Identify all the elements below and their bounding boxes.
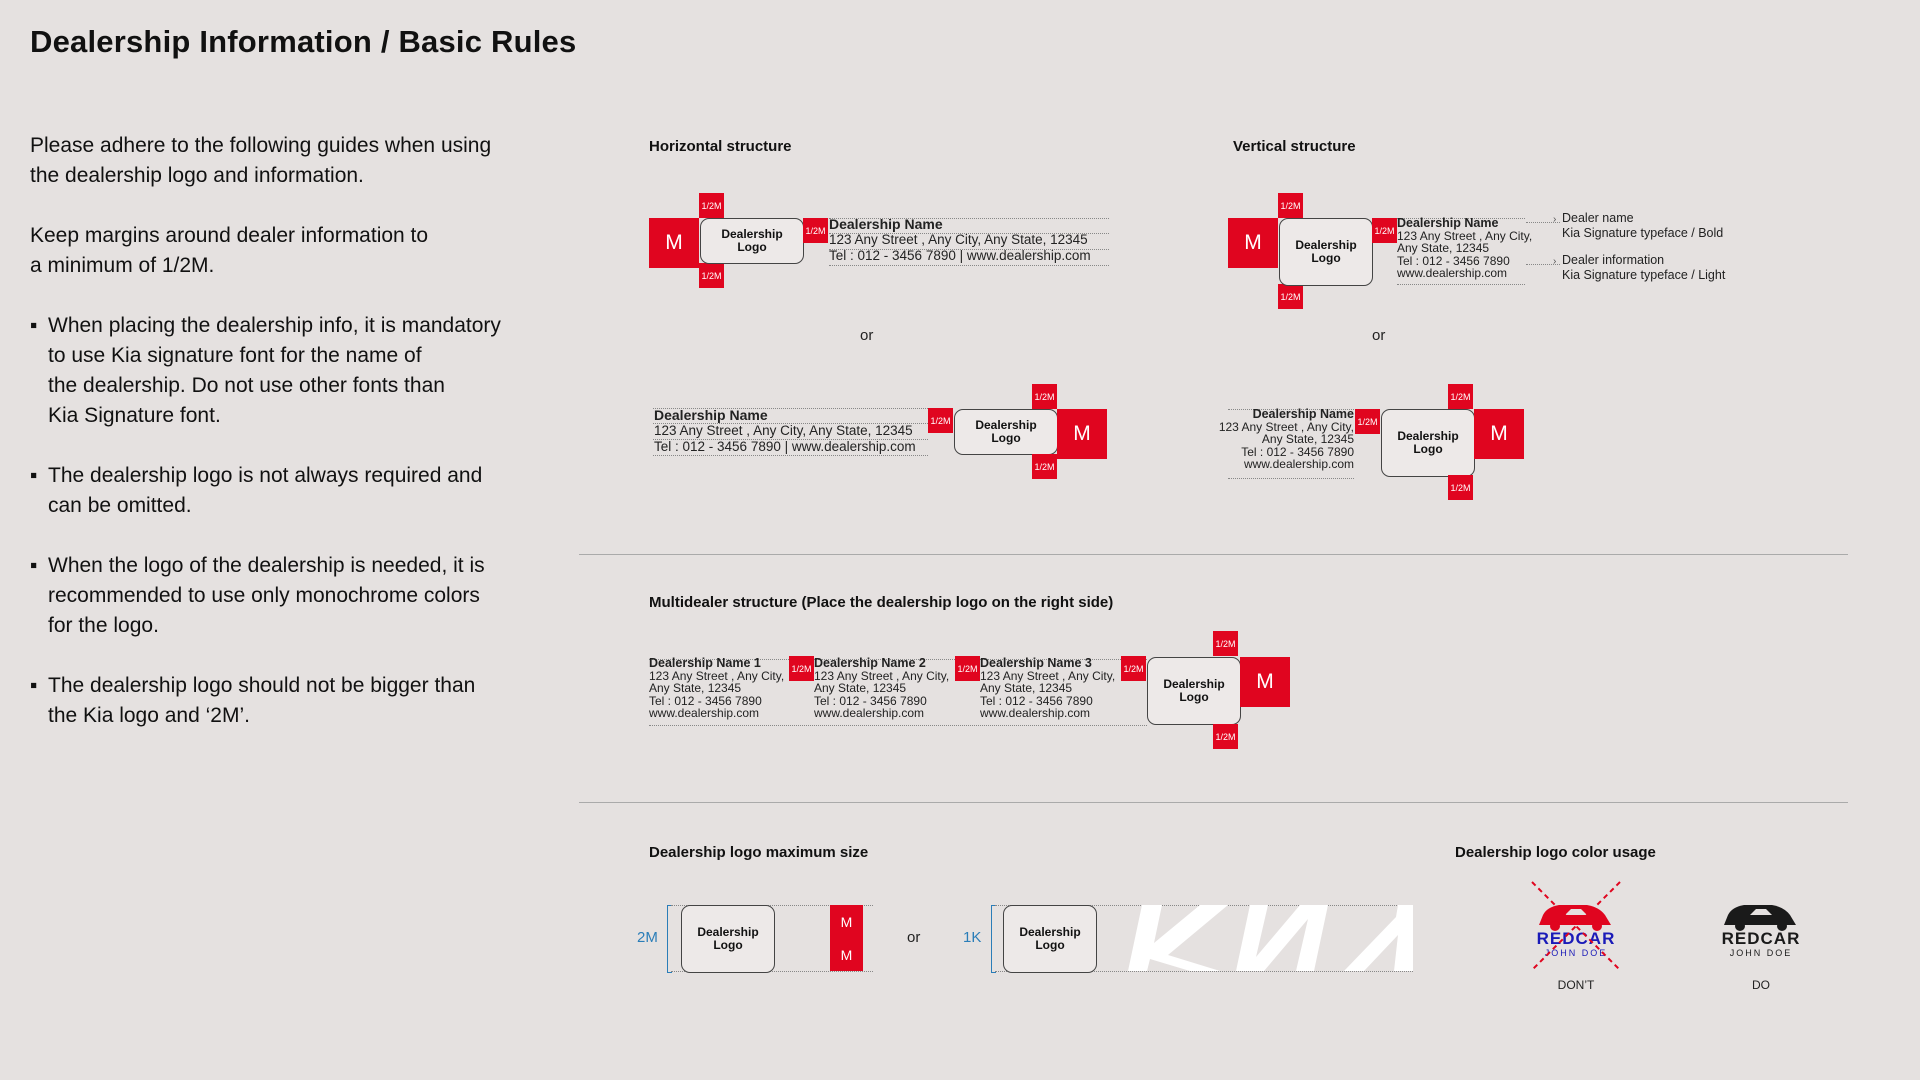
arrow-right-icon: › xyxy=(1553,256,1557,267)
guide-line xyxy=(829,265,1109,266)
or-label: or xyxy=(860,327,874,344)
half-m-box: 1/2M xyxy=(699,263,724,288)
bullet-text: When placing the dealership info, it is … xyxy=(48,314,501,427)
logo-max-size-title: Dealership logo maximum size xyxy=(649,844,869,861)
height-bracket xyxy=(667,905,672,973)
m-box: M xyxy=(1474,409,1524,459)
guide-line xyxy=(671,905,873,906)
guide-line xyxy=(1397,218,1525,219)
half-m-box: 1/2M xyxy=(1278,193,1303,218)
size-label-1k: 1K xyxy=(963,929,982,946)
half-m-box: 1/2M xyxy=(1213,631,1238,656)
redcar-sub-correct: JOHN DOE xyxy=(1729,948,1793,958)
annotation-dealer-info: Dealer information Kia Signature typefac… xyxy=(1562,253,1726,282)
bullet-icon: ▪ xyxy=(30,314,38,337)
dealer-info: Dealership Name 123 Any Street , Any Cit… xyxy=(829,216,1091,263)
or-label: or xyxy=(1372,327,1386,344)
do-label: DO xyxy=(1752,978,1770,992)
section-divider xyxy=(579,554,1848,555)
dont-label: DON’T xyxy=(1557,978,1595,992)
guide-line xyxy=(829,249,1109,250)
bullet-text: The dealership logo should not be bigger… xyxy=(48,674,476,727)
bullet-icon: ▪ xyxy=(30,464,38,487)
m-box: M xyxy=(830,938,863,971)
half-m-box: 1/2M xyxy=(928,408,953,433)
half-m-box: 1/2M xyxy=(1032,454,1057,479)
page-title: Dealership Information / Basic Rules xyxy=(30,24,577,59)
dealer-info: Dealership Name 2 123 Any Street , Any C… xyxy=(814,656,950,720)
dealer-info: Dealership Name 123 Any Street , Any Cit… xyxy=(1218,407,1354,471)
size-label-2m: 2M xyxy=(637,929,658,946)
half-m-box: 1/2M xyxy=(955,656,980,681)
guide-line xyxy=(671,971,873,972)
horizontal-structure-title: Horizontal structure xyxy=(649,138,792,155)
guide-line xyxy=(829,233,1109,234)
kia-logo-icon xyxy=(1128,905,1413,971)
half-m-box: 1/2M xyxy=(789,656,814,681)
guide-line xyxy=(653,408,928,409)
guide-line xyxy=(1228,409,1354,410)
bullet-icon: ▪ xyxy=(30,554,38,577)
half-m-box: 1/2M xyxy=(1448,384,1473,409)
car-icon xyxy=(1724,905,1796,931)
annotation-leader-line xyxy=(1526,222,1560,223)
annotation-leader-line xyxy=(1526,264,1560,265)
half-m-box: 1/2M xyxy=(1278,284,1303,309)
bullet-icon: ▪ xyxy=(30,674,38,697)
guide-line xyxy=(649,725,1147,726)
arrow-right-icon: › xyxy=(1553,214,1557,225)
half-m-box: 1/2M xyxy=(1448,475,1473,500)
cross-mark-icon xyxy=(1531,881,1621,971)
guide-line xyxy=(649,659,1147,660)
guide-line xyxy=(653,439,928,440)
guide-line xyxy=(1397,284,1525,285)
half-m-box: 1/2M xyxy=(1355,409,1380,434)
redcar-sub-wrong: JOHN DOE xyxy=(1544,948,1608,958)
section-divider xyxy=(579,802,1848,803)
guide-line xyxy=(829,218,1109,219)
half-m-box: 1/2M xyxy=(1121,656,1146,681)
half-m-box: 1/2M xyxy=(1372,218,1397,243)
dealer-info: Dealership Name 123 Any Street , Any Cit… xyxy=(654,407,916,454)
redcar-brand-wrong: REDCAR xyxy=(1536,929,1616,948)
height-bracket xyxy=(991,905,996,973)
dealer-info: Dealership Name 1 123 Any Street , Any C… xyxy=(649,656,785,720)
intro-line: a minimum of 1/2M. xyxy=(30,254,215,277)
half-m-box: 1/2M xyxy=(803,218,828,243)
guide-line xyxy=(995,971,1413,972)
multidealer-structure-title: Multidealer structure (Place the dealers… xyxy=(649,594,1114,611)
half-m-box: 1/2M xyxy=(699,193,724,218)
m-box: M xyxy=(1228,218,1278,268)
guide-line xyxy=(1228,478,1354,479)
half-m-box: 1/2M xyxy=(1032,384,1057,409)
intro-line: the dealership logo and information. xyxy=(30,164,364,187)
dealer-info: Dealership Name 123 Any Street , Any Cit… xyxy=(1397,216,1533,280)
m-box: M xyxy=(830,905,863,938)
m-box: M xyxy=(649,218,699,268)
annotation-dealer-name: Dealer name Kia Signature typeface / Bol… xyxy=(1562,211,1724,240)
dealer-info: Dealership Name 3 123 Any Street , Any C… xyxy=(980,656,1116,720)
logo-color-usage-title: Dealership logo color usage xyxy=(1455,844,1656,861)
intro-line: Please adhere to the following guides wh… xyxy=(30,134,492,157)
bullet-text: The dealership logo is not always requir… xyxy=(48,464,483,517)
m-box: M xyxy=(1057,409,1107,459)
intro-line: Keep margins around dealer information t… xyxy=(30,224,429,247)
vertical-structure-title: Vertical structure xyxy=(1233,138,1356,155)
guide-line xyxy=(653,423,928,424)
guide-line xyxy=(653,455,928,456)
half-m-box: 1/2M xyxy=(1213,724,1238,749)
or-label: or xyxy=(907,929,921,946)
redcar-brand-correct: REDCAR xyxy=(1721,929,1801,948)
bullet-text: When the logo of the dealership is neede… xyxy=(48,554,485,637)
m-box: M xyxy=(1240,657,1290,707)
